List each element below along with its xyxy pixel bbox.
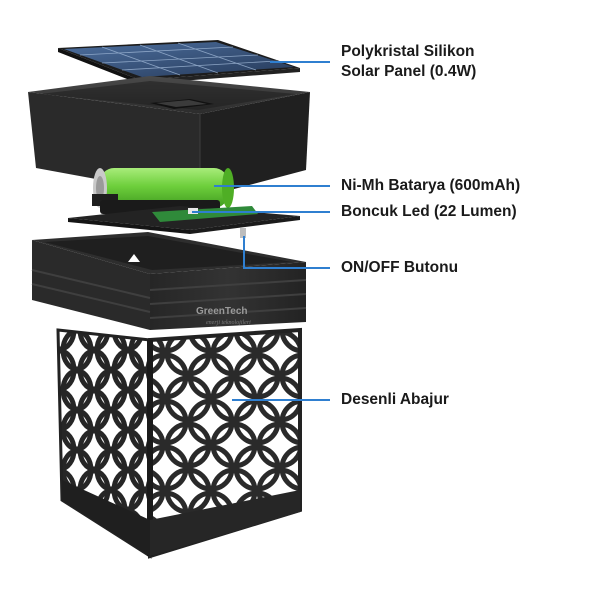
callout-switch: ON/OFF Butonu [341, 258, 458, 278]
callout-led: Boncuk Led (22 Lumen) [341, 202, 517, 222]
leader-line-switch [243, 236, 330, 269]
callout-solar-panel: Polykristal Silikon Solar Panel (0.4W) [341, 42, 476, 82]
callout-solar-panel-line-2: Solar Panel (0.4W) [341, 63, 477, 80]
callout-solar-panel-line-1: Polykristal Silikon [341, 43, 475, 60]
callout-shade: Desenli Abajur [341, 390, 449, 410]
leader-lines [192, 61, 330, 401]
callout-shade-line-1: Desenli Abajur [341, 391, 449, 408]
solar-panel [58, 40, 300, 84]
callout-battery: Ni-Mh Batarya (600mAh) [341, 176, 520, 196]
callout-battery-line-1: Ni-Mh Batarya (600mAh) [341, 177, 521, 194]
callout-led-line-1: Boncuk Led (22 Lumen) [341, 203, 517, 220]
lamp-body: GreenTech enerji teknolojileri [31, 228, 307, 559]
brand-tagline: enerji teknolojileri [206, 320, 251, 326]
callout-switch-line-1: ON/OFF Butonu [341, 259, 459, 276]
brand-logo: GreenTech [196, 306, 248, 317]
